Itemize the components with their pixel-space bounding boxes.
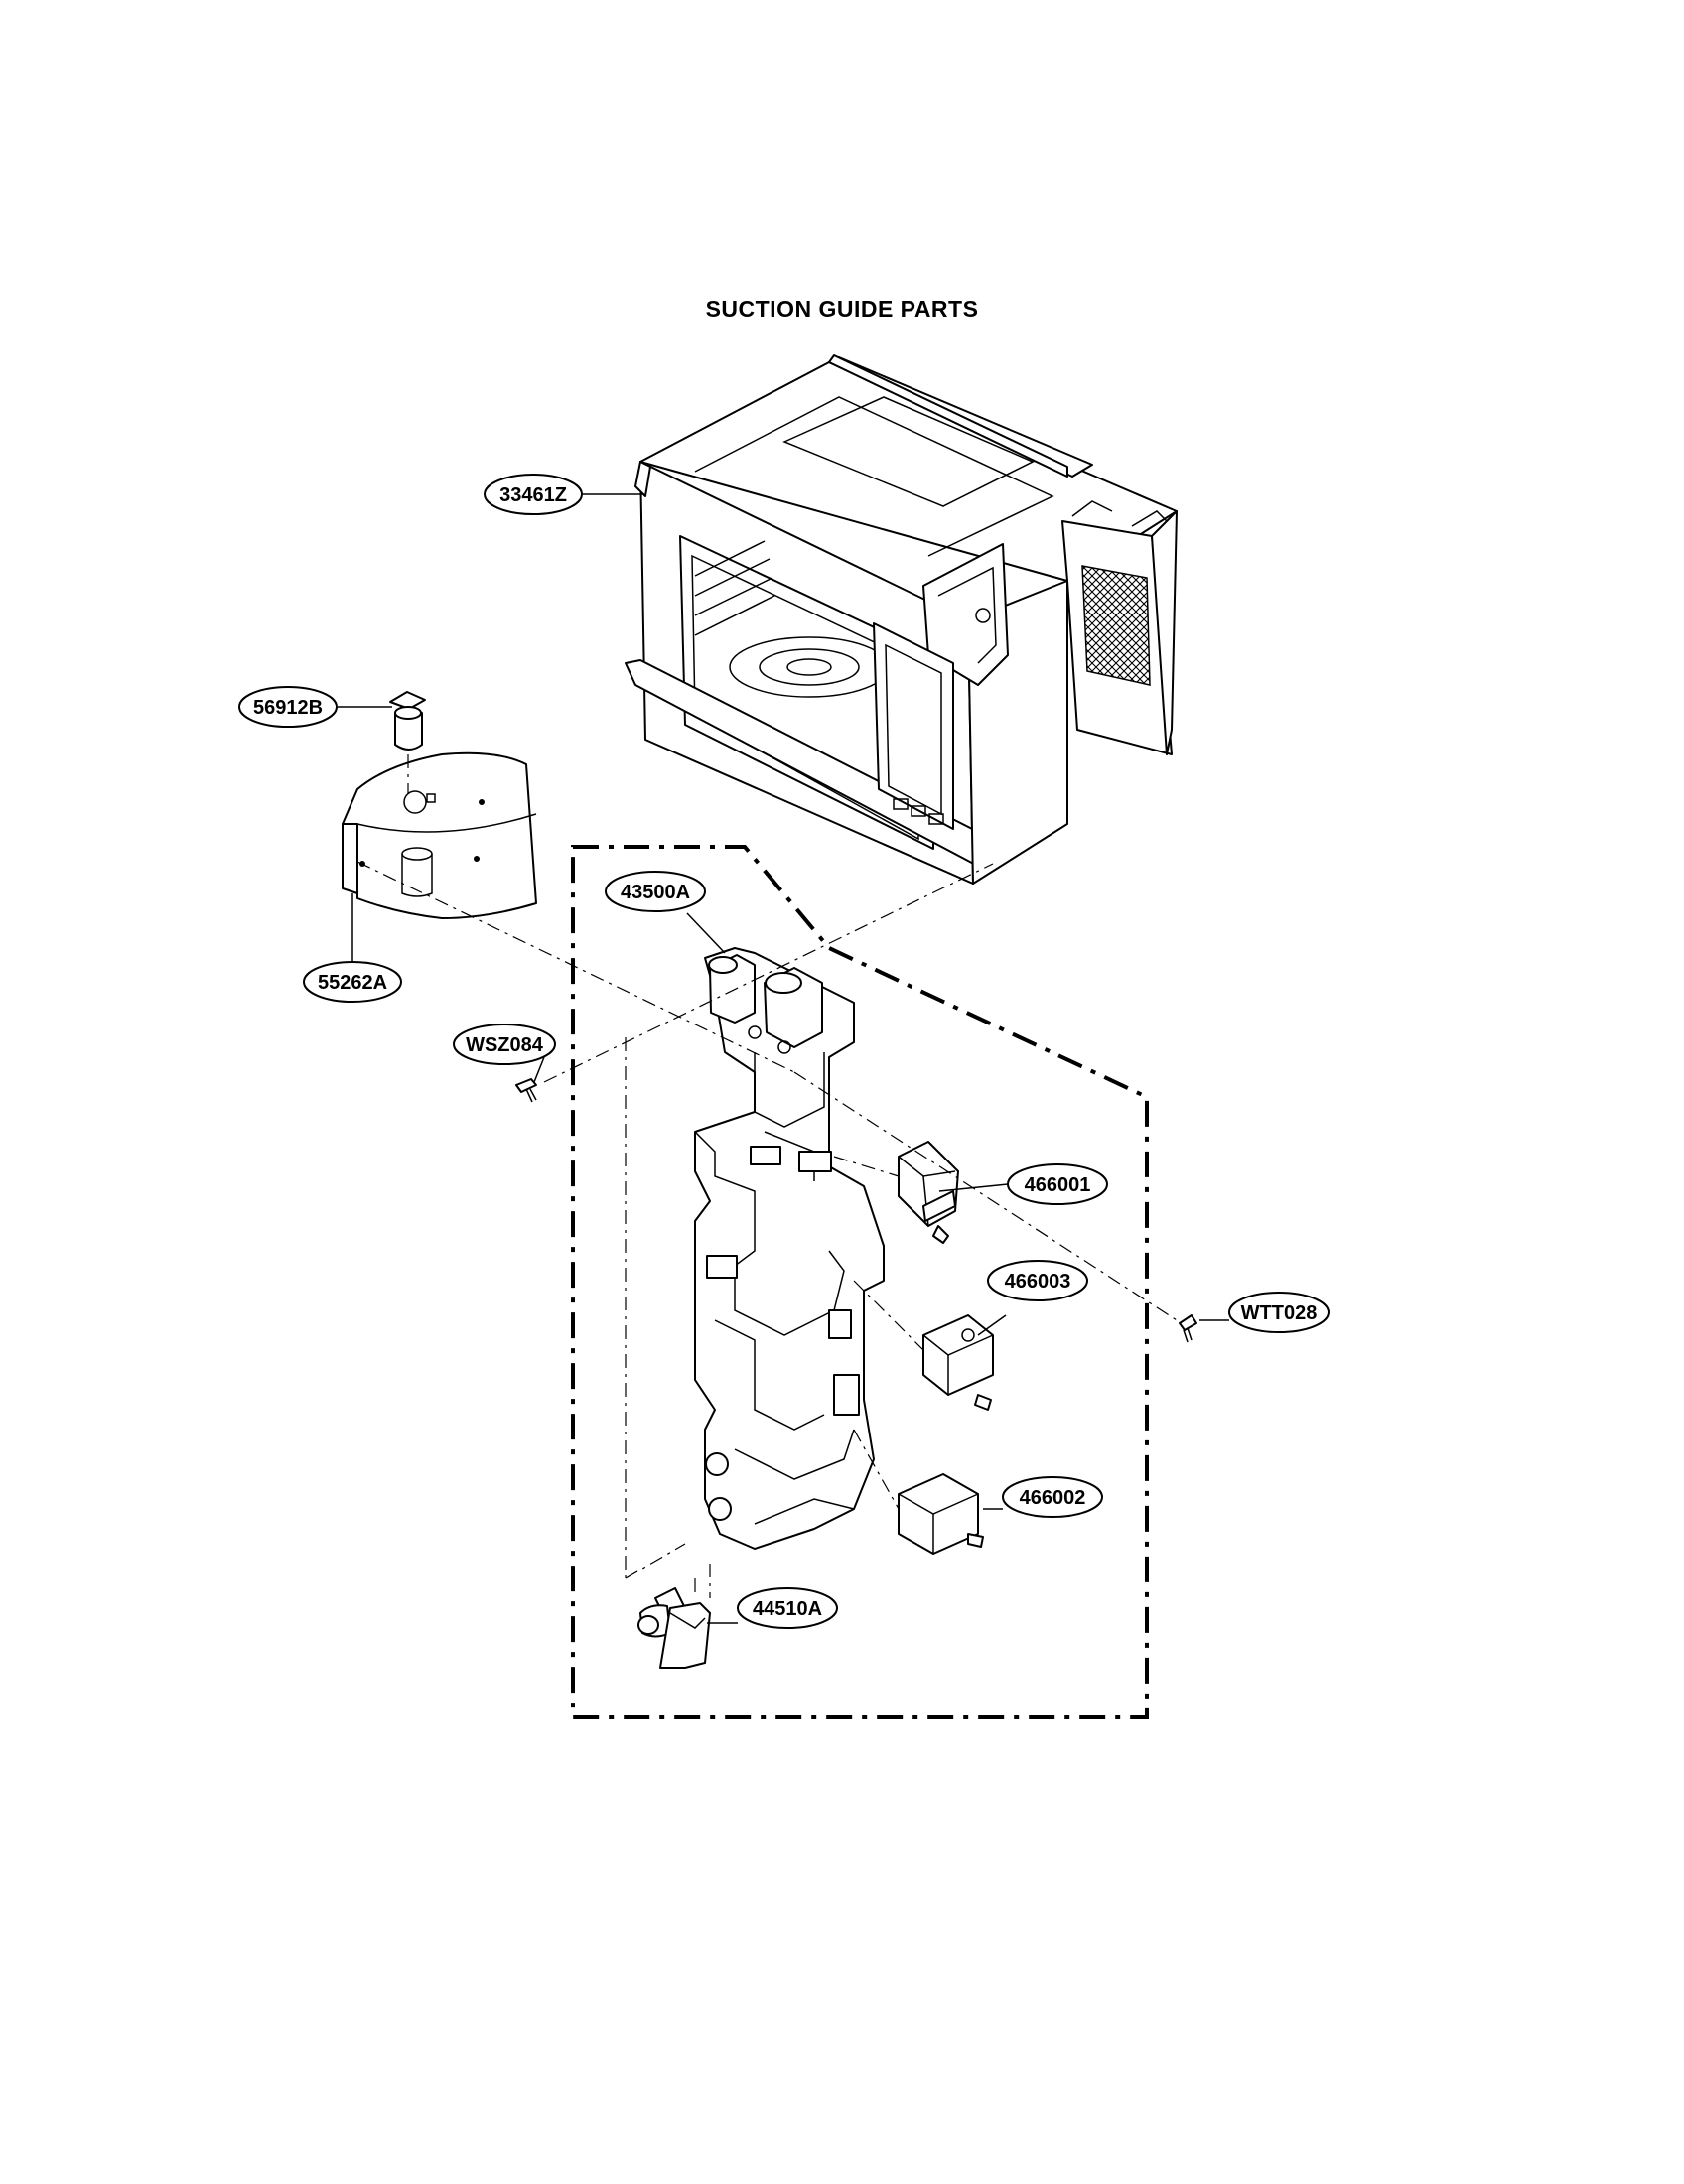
callout-466001: 466001	[1007, 1163, 1108, 1205]
svg-text:44510A: 44510A	[753, 1598, 822, 1620]
callout-WSZ084: WSZ084	[453, 1024, 556, 1065]
callout-WTT028: WTT028	[1228, 1292, 1330, 1333]
svg-text:466001: 466001	[1025, 1174, 1091, 1196]
assembly-boundary	[571, 845, 1149, 1719]
fan-bushing-part	[389, 691, 426, 751]
callout-466003: 466003	[987, 1260, 1088, 1301]
oven-cavity-frame	[625, 354, 1178, 885]
svg-text:43500A: 43500A	[621, 882, 690, 903]
screw-wtt028	[1179, 1314, 1197, 1343]
switch-466001	[898, 1141, 959, 1244]
svg-text:WSZ084: WSZ084	[466, 1034, 544, 1056]
leader-lines	[336, 493, 1229, 1624]
latch-lever-part	[637, 1587, 711, 1669]
svg-text:WTT028: WTT028	[1241, 1302, 1318, 1324]
latch-holder-part	[694, 947, 885, 1550]
svg-text:55262A: 55262A	[318, 972, 387, 994]
callout-33461Z: 33461Z	[484, 474, 583, 515]
callout-466002: 466002	[1002, 1476, 1103, 1518]
callout-55262A: 55262A	[303, 961, 402, 1003]
suction-guide-part	[342, 751, 537, 919]
alignment-lines	[356, 754, 1178, 1598]
callout-56912B: 56912B	[238, 686, 338, 728]
screw-wsz084	[515, 1078, 537, 1103]
svg-text:33461Z: 33461Z	[499, 484, 567, 506]
switch-466003	[922, 1314, 994, 1411]
diagram-title: SUCTION GUIDE PARTS	[705, 296, 979, 322]
svg-text:466002: 466002	[1020, 1487, 1086, 1509]
svg-text:466003: 466003	[1005, 1271, 1071, 1293]
callout-43500A: 43500A	[605, 871, 706, 912]
callout-44510A: 44510A	[737, 1587, 838, 1629]
switch-466002	[898, 1473, 984, 1555]
svg-text:56912B: 56912B	[253, 697, 323, 719]
